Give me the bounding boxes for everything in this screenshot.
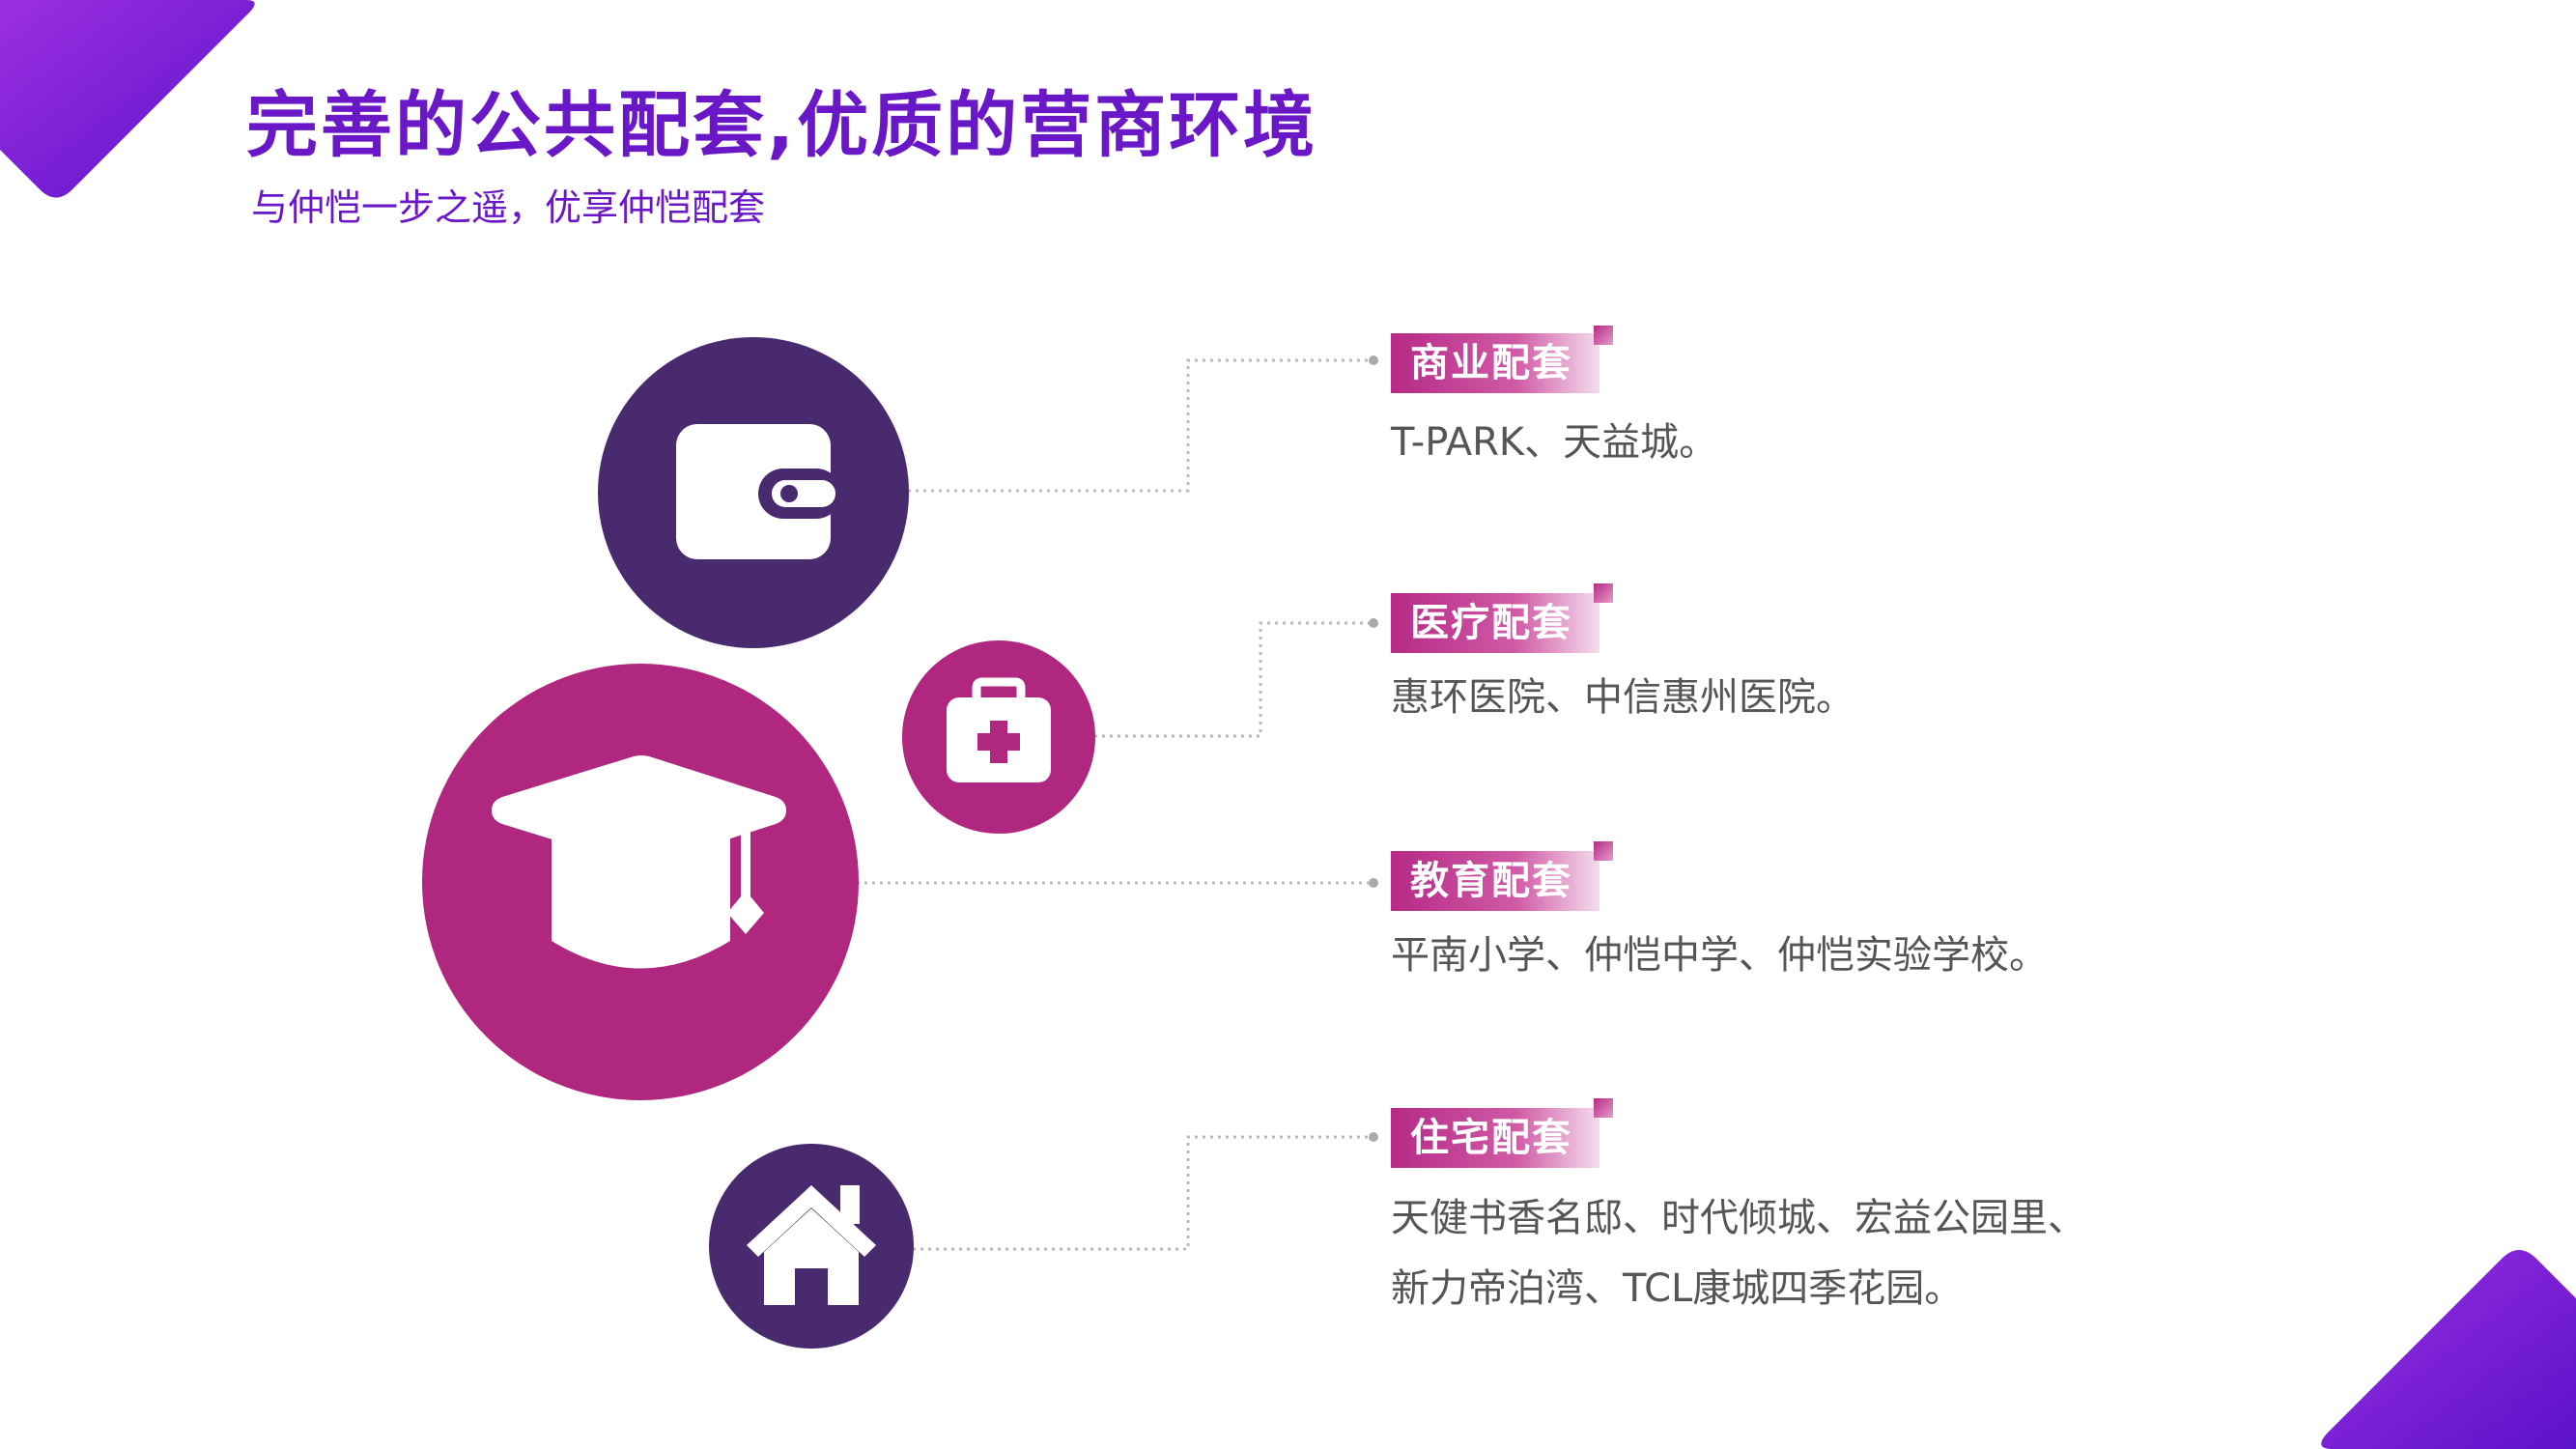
medical-description: 惠环医院、中信惠州医院。 — [1391, 675, 1854, 720]
commercial-description: T-PARK、天益城。 — [1391, 420, 1718, 465]
education-tag: 教育配套 — [1391, 851, 1599, 911]
residential-description-line-2: 新力帝泊湾、TCL康城四季花园。 — [1391, 1266, 1964, 1311]
education-description: 平南小学、仲恺中学、仲恺实验学校。 — [1391, 933, 2048, 978]
education-tag-corner — [1594, 841, 1613, 861]
house-icon — [747, 1185, 876, 1305]
commercial-circle — [598, 337, 909, 648]
residential-tag-corner — [1594, 1098, 1613, 1118]
graduation-cap-icon — [492, 755, 786, 969]
medical-kit-icon — [947, 677, 1051, 782]
medical-tag: 医疗配套 — [1391, 593, 1599, 653]
commercial-tag-corner — [1594, 326, 1613, 345]
residential-circle — [709, 1144, 914, 1349]
bottom-right-corner-decoration — [2321, 1250, 2576, 1449]
residential-description-line-1: 天健书香名邸、时代倾城、宏益公园里、 — [1391, 1196, 2086, 1240]
education-circle — [422, 664, 859, 1100]
medical-tag-corner — [1594, 583, 1613, 603]
page-subtitle: 与仲恺一步之遥，优享仲恺配套 — [251, 186, 766, 229]
medical-circle — [902, 640, 1095, 834]
residential-tag: 住宅配套 — [1391, 1108, 1599, 1168]
page-title: 完善的公共配套,优质的营商环境 — [246, 84, 1318, 167]
commercial-tag: 商业配套 — [1391, 333, 1599, 393]
wallet-icon — [676, 424, 841, 559]
top-left-corner-decoration — [0, 0, 255, 198]
